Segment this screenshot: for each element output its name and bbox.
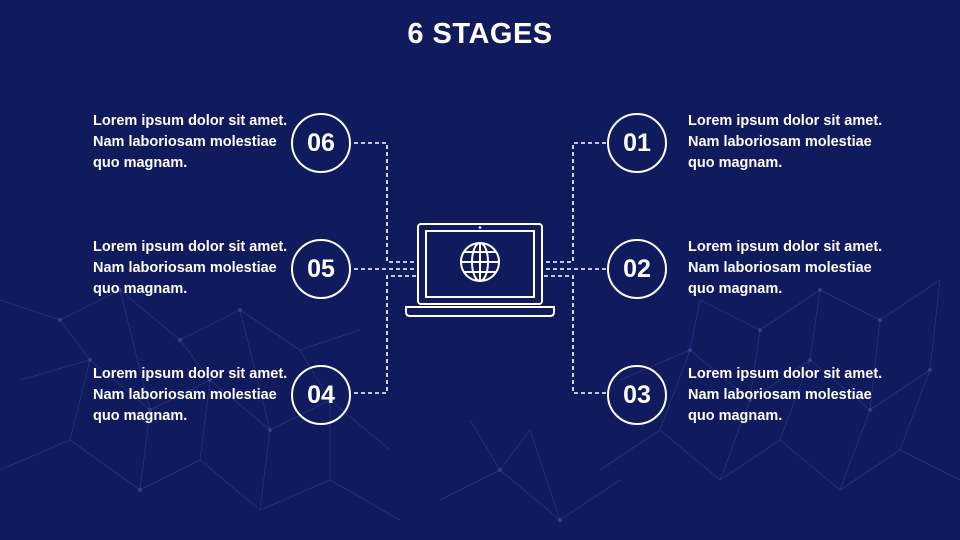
stage-circle-04: 04 [291,365,351,425]
stage-text-03: Lorem ipsum dolor sit amet. Nam laborios… [688,366,883,424]
stage-text-05: Lorem ipsum dolor sit amet. Nam laborios… [93,239,288,297]
stage-text-01: Lorem ipsum dolor sit amet. Nam laborios… [688,113,883,171]
stage-circle-05: 05 [291,239,351,299]
slide-title: 6 STAGES [407,18,553,50]
stage-circle-01: 01 [607,113,667,173]
connector-03 [542,275,606,394]
connector-04 [354,275,418,394]
stage-text-06: Lorem ipsum dolor sit amet. Nam laborios… [93,113,288,171]
connector-06 [354,142,418,263]
stage-circle-02: 02 [607,239,667,299]
laptop-globe-icon [405,223,555,317]
stage-text-02: Lorem ipsum dolor sit amet. Nam laborios… [688,239,883,297]
stage-circle-06: 06 [291,113,351,173]
connector-01 [542,142,606,263]
stage-circle-03: 03 [607,365,667,425]
stage-text-04: Lorem ipsum dolor sit amet. Nam laborios… [93,366,288,424]
